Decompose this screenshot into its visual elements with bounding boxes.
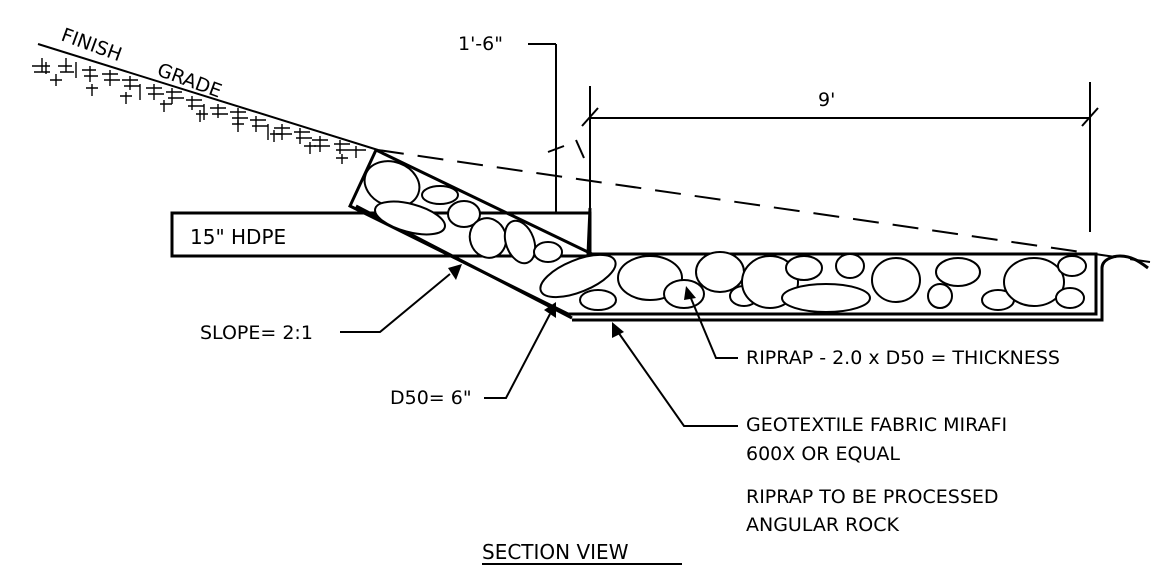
- d50-leader: [484, 302, 556, 399]
- riprap-note-2: ANGULAR ROCK: [746, 514, 900, 536]
- pipe-label: 15" HDPE: [190, 225, 286, 249]
- geotextile-label-2: 600X OR EQUAL: [746, 443, 900, 465]
- geotextile-leader: [612, 322, 738, 427]
- dimension-length: [581, 82, 1099, 232]
- section-view-title: SECTION VIEW: [482, 540, 629, 564]
- dimension-length-label: 9': [818, 89, 835, 111]
- riprap-thickness-label: RIPRAP - 2.0 x D50 = THICKNESS: [746, 347, 1060, 369]
- earth-hatch: [32, 58, 366, 164]
- slope-label: SLOPE= 2:1: [200, 322, 313, 344]
- dimension-depth: [528, 43, 585, 214]
- finish-grade-label-2: GRADE: [154, 59, 224, 103]
- d50-label: D50= 6": [390, 387, 472, 409]
- grade-extension-dashed: [377, 149, 1151, 263]
- riprap-leader: [684, 286, 738, 359]
- finish-grade-line: [37, 43, 379, 151]
- riprap-note: RIPRAP TO BE PROCESSED: [746, 486, 999, 508]
- geotextile-label: GEOTEXTILE FABRIC MIRAFI: [746, 414, 1007, 436]
- riprap-rocks: [363, 160, 1087, 313]
- dimension-depth-label: 1'-6": [458, 33, 503, 55]
- slope-leader: [340, 264, 462, 333]
